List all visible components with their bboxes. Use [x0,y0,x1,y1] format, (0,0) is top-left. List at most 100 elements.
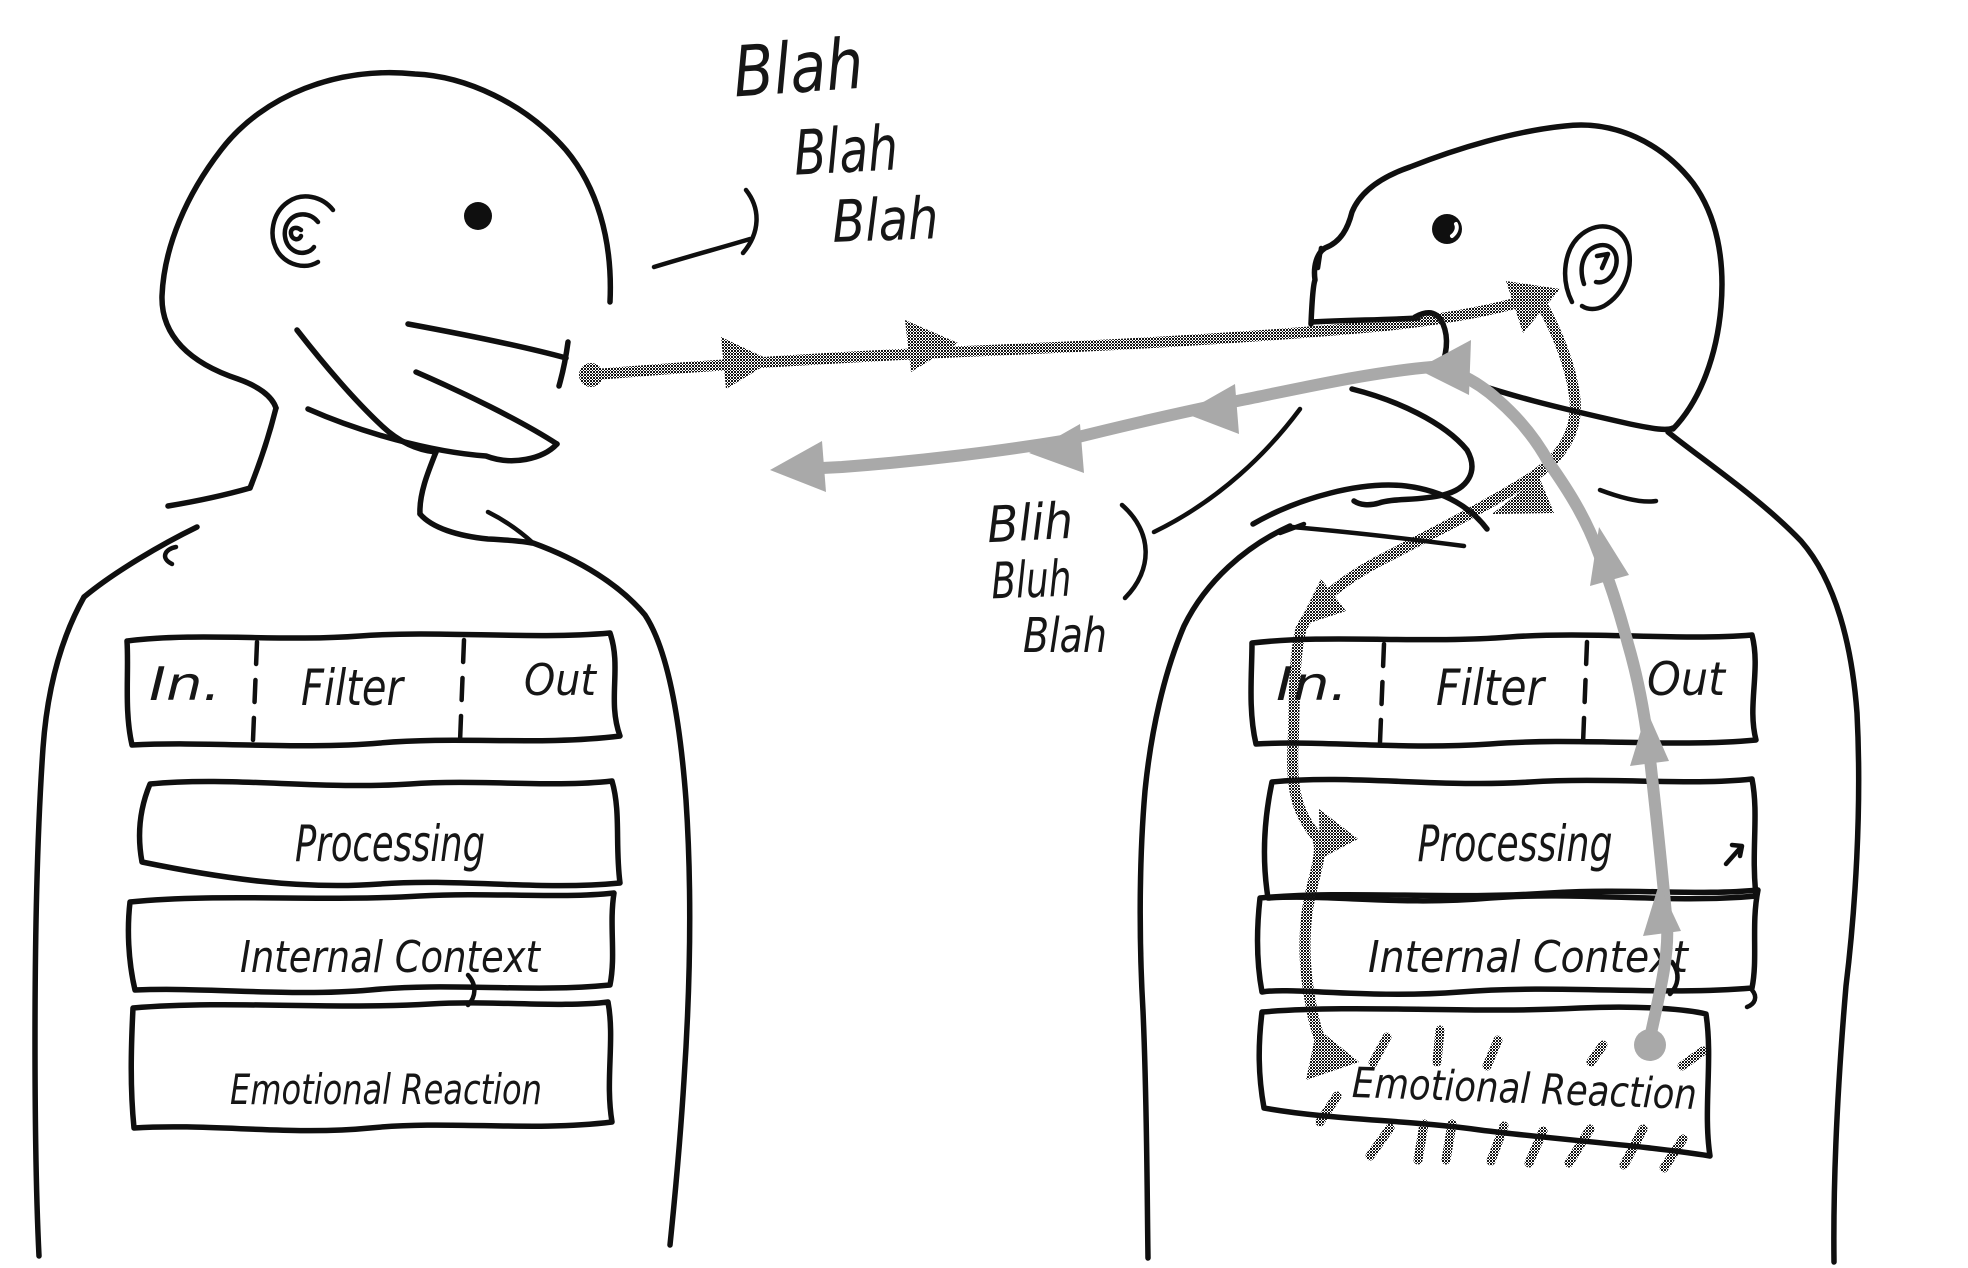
left-ear-icon [270,194,336,269]
arrowhead-up [1630,711,1669,766]
reply-speech-text: Blih Bluh Blah [986,406,1303,664]
reply-line-1: Blih [986,492,1075,554]
ray [1677,1046,1708,1071]
reply-arrow-lines [796,360,1674,1044]
arrowhead-right [905,320,958,372]
arrowhead-down [1297,579,1346,627]
left-io-divider-1 [250,639,260,743]
reply-bracket [1119,502,1148,601]
left-ear-inner [282,212,321,256]
left-shoulder-right [417,511,535,546]
arrowhead-up [1590,527,1629,586]
ray [1482,1035,1503,1071]
left-neck-right [417,449,439,517]
right-internal-context-label: Internal Context [1368,932,1690,983]
reply-arrow-origin-dot [1634,1029,1666,1061]
left-io-filter-label: Filter [301,659,406,717]
right-io-in-label: In. [1276,657,1348,711]
right-person-figure: In. Filter Out Processing Internal Conte… [1137,122,1862,1265]
arrowhead-right [721,337,772,389]
left-processing-box [136,778,623,889]
ray [1432,1025,1445,1067]
right-ear-inner [1579,242,1619,287]
right-head-outline [1308,122,1725,432]
left-person-figure: In. Filter Out Processing Internal Conte… [32,69,693,1259]
left-shoulder-upper [165,485,253,509]
right-ear-core [1594,251,1611,271]
spoken-arrow-origin-dot [579,363,603,387]
left-shoulder-mark [162,544,179,567]
left-neck-left [247,405,279,491]
spoken-bracket [740,187,759,256]
left-processing-label: Processing [295,815,485,873]
arrowhead-into-emotion [1306,1028,1359,1080]
right-context-corner-flick [1744,987,1758,1010]
left-mouth-upper-lip [405,321,569,361]
right-head-notch [1315,245,1324,271]
arrowhead-down [1492,477,1554,514]
right-body-right-side [1665,429,1862,1265]
left-eye [464,202,492,230]
right-body-left-side [1137,523,1293,1261]
ray [1486,1121,1509,1166]
left-io-out-label: Out [524,655,598,706]
ray [1564,1124,1595,1168]
left-shoulder-right-2 [485,509,536,546]
right-processing-flick [1723,842,1745,867]
left-internal-context-box [125,890,617,996]
reply-line-2: Bluh [990,550,1072,611]
reply-pointer-line [1151,406,1303,535]
arrowhead-down [1319,809,1358,859]
left-body-left-side [32,594,87,1259]
left-head-outline [159,69,614,411]
right-emotional-reaction-box [1256,1004,1713,1159]
spoken-arrow [579,281,1581,1080]
left-ear-core [288,225,304,242]
right-processing-label: Processing [1418,815,1613,873]
right-emotional-reaction-label: Emotional Reaction [1351,1058,1697,1119]
arrowhead-left [1029,424,1084,473]
left-internal-context-label: Internal Context [240,932,541,983]
right-shoulder-line [1289,524,1467,549]
left-body-right-side [530,540,693,1248]
ray [1586,1040,1608,1067]
arrowhead-to-ear [1506,281,1560,333]
reply-arrow-path [796,360,1674,1044]
spoken-arrow-heads [579,281,1560,1080]
right-processing-box [1261,776,1759,904]
arrowhead-left [1184,384,1239,434]
spoken-line-2: Blah [792,111,900,189]
right-neck-stroke [1597,487,1659,504]
right-io-divider-2 [1580,639,1590,747]
left-io-in-label: In. [149,657,221,711]
spoken-line-1: Blah [731,23,866,114]
ray [1619,1124,1648,1170]
left-emotional-reaction-label: Emotional Reaction [230,1065,542,1114]
right-context-flick [1667,959,1680,997]
left-mouth-lower-lip [413,369,560,447]
right-mouth-lower-jaw [1349,386,1475,508]
reply-arrow-heads [770,340,1681,1061]
spoken-arrow-lines [596,292,1581,1048]
ray [1315,1091,1342,1127]
left-mouth-beak-bottom [305,406,560,464]
left-mouth-lip-tick [556,339,571,389]
left-io-box [124,630,623,749]
left-emotional-reaction-box [128,999,615,1134]
ray [1659,1134,1688,1173]
right-io-out-label: Out [1647,652,1727,706]
left-shoulder-main [81,524,200,600]
right-io-divider-1 [1377,641,1387,745]
reply-line-3: Blah [1023,608,1107,664]
ray [1441,1119,1457,1165]
spoken-pointer-line [651,236,753,270]
ray [1365,1123,1395,1161]
spoken-speech-text: Blah Blah Blah [651,23,939,270]
ray [1368,1032,1392,1068]
arrowhead-mouth-bend [1417,340,1471,395]
ray [1413,1119,1429,1165]
ray [1524,1126,1548,1168]
emotion-rays [1315,1025,1708,1173]
